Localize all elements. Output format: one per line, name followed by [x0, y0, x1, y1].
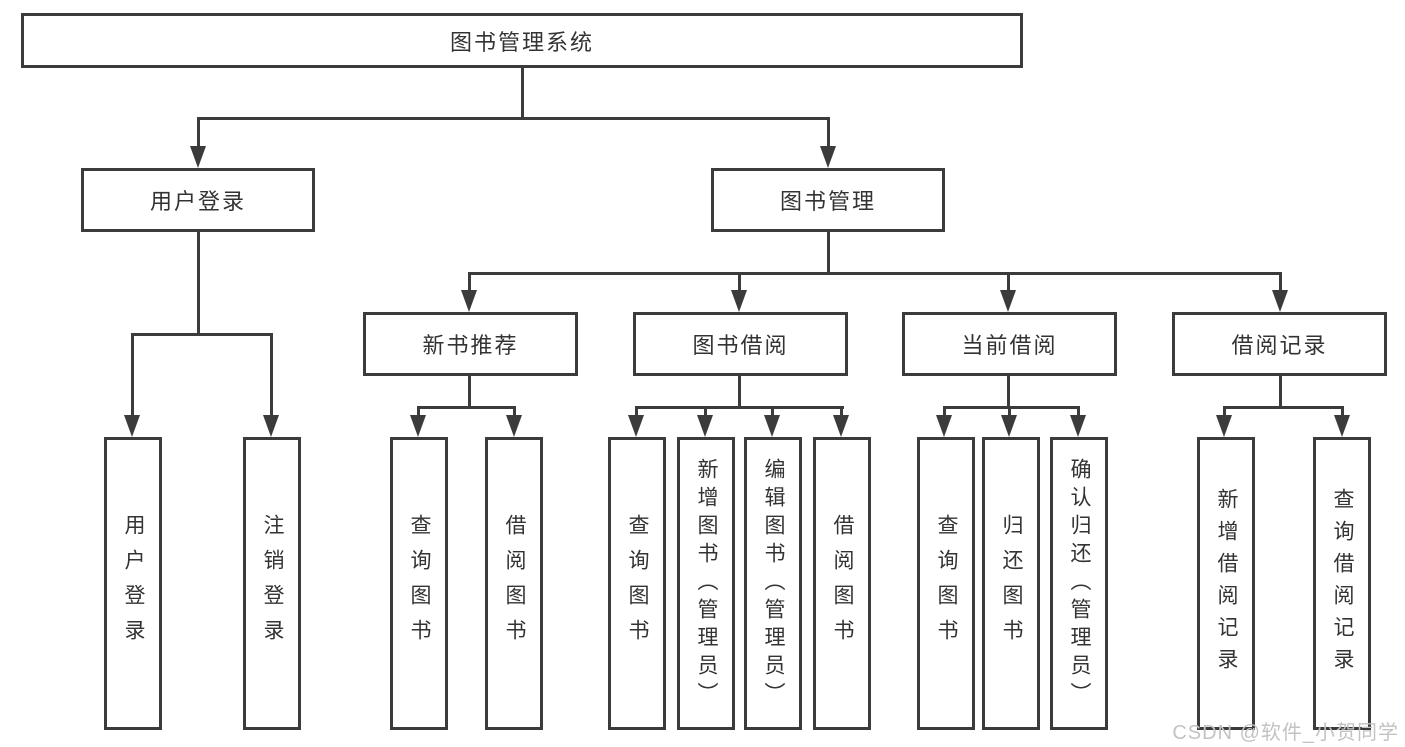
leaf-borrow-books: 借阅图书 — [813, 437, 871, 730]
leaf-label: 查询图书 — [408, 513, 431, 654]
leaf-label: 新增借阅记录 — [1215, 487, 1238, 680]
leaf-label: 归还图书 — [1000, 513, 1023, 654]
connector-line — [1007, 376, 1010, 409]
arrowhead-down-icon — [263, 415, 279, 437]
arrowhead-down-icon — [628, 415, 644, 437]
leaf-borrow-books-recommend: 借阅图书 — [485, 437, 543, 730]
leaf-label: 编辑图书（管理员） — [762, 457, 785, 710]
arrowhead-down-icon — [731, 290, 747, 312]
arrowhead-down-icon — [506, 415, 522, 437]
connector-line — [1007, 272, 1010, 292]
connector-line — [1008, 406, 1011, 418]
connector-line — [417, 406, 420, 418]
arrowhead-down-icon — [461, 290, 477, 312]
connector-line — [840, 406, 843, 418]
arrowhead-down-icon — [697, 415, 713, 437]
connector-line — [704, 406, 707, 418]
connector-line — [1223, 406, 1226, 418]
leaf-label: 确认归还（管理员） — [1068, 457, 1091, 710]
connector-line — [197, 117, 830, 120]
connector-line — [1279, 272, 1282, 292]
node-new-book-recommend-label: 新书推荐 — [422, 333, 519, 358]
connector-line — [1341, 406, 1344, 418]
leaf-query-borrow-record: 查询借阅记录 — [1313, 437, 1371, 730]
connector-line — [635, 406, 844, 409]
arrowhead-down-icon — [820, 146, 836, 168]
leaf-label: 借阅图书 — [503, 513, 526, 654]
node-user-login-label: 用户登录 — [149, 189, 246, 214]
arrowhead-down-icon — [1216, 415, 1232, 437]
node-root-label: 图书管理系统 — [449, 29, 594, 55]
connector-line — [738, 376, 741, 409]
arrowhead-down-icon — [1001, 415, 1017, 437]
leaf-confirm-return-admin: 确认归还（管理员） — [1050, 437, 1108, 730]
leaf-return-books: 归还图书 — [982, 437, 1040, 730]
leaf-add-borrow-record: 新增借阅记录 — [1197, 437, 1255, 730]
node-book-borrow-label: 图书借阅 — [692, 333, 789, 358]
connector-line — [943, 406, 946, 418]
connector-line — [635, 406, 638, 418]
connector-line — [521, 68, 524, 120]
leaf-label: 查询借阅记录 — [1331, 487, 1354, 680]
leaf-label: 查询图书 — [935, 513, 958, 654]
leaf-label: 新增图书（管理员） — [695, 457, 718, 710]
arrowhead-down-icon — [764, 415, 780, 437]
leaf-label: 注销登录 — [261, 513, 284, 654]
connector-line — [197, 117, 200, 148]
leaf-edit-books-admin: 编辑图书（管理员） — [744, 437, 802, 730]
arrowhead-down-icon — [124, 415, 140, 437]
connector-line — [270, 333, 273, 417]
node-book-management: 图书管理 — [711, 168, 945, 232]
connector-line — [468, 272, 1282, 275]
arrowhead-down-icon — [936, 415, 952, 437]
connector-line — [943, 406, 1080, 409]
arrowhead-down-icon — [1070, 415, 1086, 437]
connector-line — [131, 333, 273, 336]
arrowhead-down-icon — [1000, 290, 1016, 312]
leaf-label: 借阅图书 — [831, 513, 854, 654]
leaf-query-books-recommend: 查询图书 — [390, 437, 448, 730]
arrowhead-down-icon — [1272, 290, 1288, 312]
connector-line — [771, 406, 774, 418]
connector-line — [197, 232, 200, 336]
node-current-borrow-label: 当前借阅 — [961, 333, 1058, 358]
node-borrow-record-label: 借阅记录 — [1231, 333, 1328, 358]
connector-line — [417, 406, 516, 409]
leaf-label: 查询图书 — [626, 513, 649, 654]
node-root: 图书管理系统 — [21, 13, 1023, 68]
node-book-borrow: 图书借阅 — [633, 312, 848, 376]
connector-line — [1077, 406, 1080, 418]
connector-line — [513, 406, 516, 418]
leaf-query-books-borrow: 查询图书 — [608, 437, 666, 730]
leaf-label: 用户登录 — [122, 513, 145, 654]
connector-line — [827, 117, 830, 148]
connector-line — [131, 333, 134, 417]
connector-line — [468, 376, 471, 409]
node-current-borrow: 当前借阅 — [902, 312, 1117, 376]
arrowhead-down-icon — [833, 415, 849, 437]
leaf-add-books-admin: 新增图书（管理员） — [677, 437, 735, 730]
arrowhead-down-icon — [1334, 415, 1350, 437]
connector-line — [468, 272, 471, 292]
node-user-login: 用户登录 — [81, 168, 315, 232]
connector-line — [738, 272, 741, 292]
connector-line — [827, 232, 830, 275]
arrowhead-down-icon — [410, 415, 426, 437]
csdn-watermark: CSDN @软件_小贺同学 — [1172, 722, 1399, 744]
leaf-user-login: 用户登录 — [104, 437, 162, 730]
leaf-query-books-current: 查询图书 — [917, 437, 975, 730]
leaf-logout: 注销登录 — [243, 437, 301, 730]
node-book-management-label: 图书管理 — [779, 189, 876, 214]
connector-line — [1279, 376, 1282, 409]
arrowhead-down-icon — [190, 146, 206, 168]
connector-line — [1223, 406, 1344, 409]
node-new-book-recommend: 新书推荐 — [363, 312, 578, 376]
node-borrow-record: 借阅记录 — [1172, 312, 1387, 376]
